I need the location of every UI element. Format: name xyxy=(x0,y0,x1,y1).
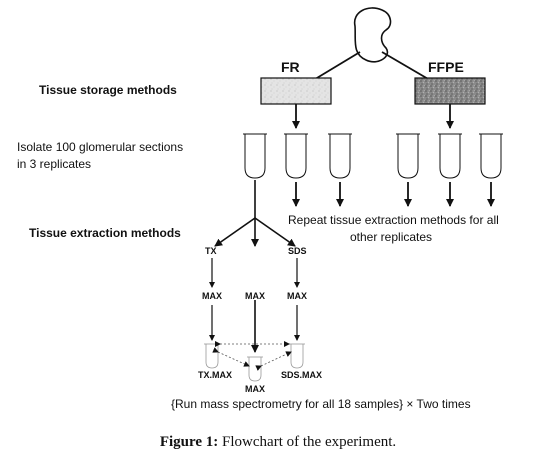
ffpe-label: FFPE xyxy=(428,59,464,75)
max-label-center: MAX xyxy=(245,291,265,301)
sds-max-label: SDS.MAX xyxy=(281,370,323,380)
tube-fr-3 xyxy=(329,134,351,179)
figure-caption: Figure 1: Flowchart of the experiment. xyxy=(0,434,556,451)
tx-max-label: TX.MAX xyxy=(198,370,233,380)
sds-label: SDS xyxy=(288,246,307,256)
storage-heading: Tissue storage methods xyxy=(39,83,177,97)
tube-ffpe-1 xyxy=(397,134,419,179)
tube-sds-max xyxy=(290,344,304,369)
max-label-left: MAX xyxy=(202,291,222,301)
tube-fr-2 xyxy=(285,134,307,179)
fr-label: FR xyxy=(281,59,300,75)
tx-label: TX xyxy=(205,246,217,256)
repeat-line-1: Repeat tissue extraction methods for all xyxy=(288,213,499,227)
fr-box xyxy=(260,77,332,105)
tube-tx-max xyxy=(205,344,219,369)
max-label-right: MAX xyxy=(287,291,307,301)
tube-fr-1 xyxy=(244,134,266,179)
isolate-line-1: Isolate 100 glomerular sections xyxy=(17,140,184,154)
repeat-line-2: other replicates xyxy=(350,230,433,244)
run-ms-label: {Run mass spectrometry for all 18 sample… xyxy=(171,397,471,411)
ffpe-box xyxy=(414,77,486,105)
caption-label: Figure 1: xyxy=(159,434,219,450)
isolate-line-2: in 3 replicates xyxy=(17,157,92,171)
max-label-bottom: MAX xyxy=(245,384,265,394)
tube-max xyxy=(248,357,262,382)
caption-text: Flowchart of the experiment. xyxy=(222,434,397,450)
tube-ffpe-2 xyxy=(439,134,461,179)
tube-ffpe-3 xyxy=(480,134,502,179)
kidney-icon xyxy=(353,7,392,63)
extraction-heading: Tissue extraction methods xyxy=(29,226,181,240)
